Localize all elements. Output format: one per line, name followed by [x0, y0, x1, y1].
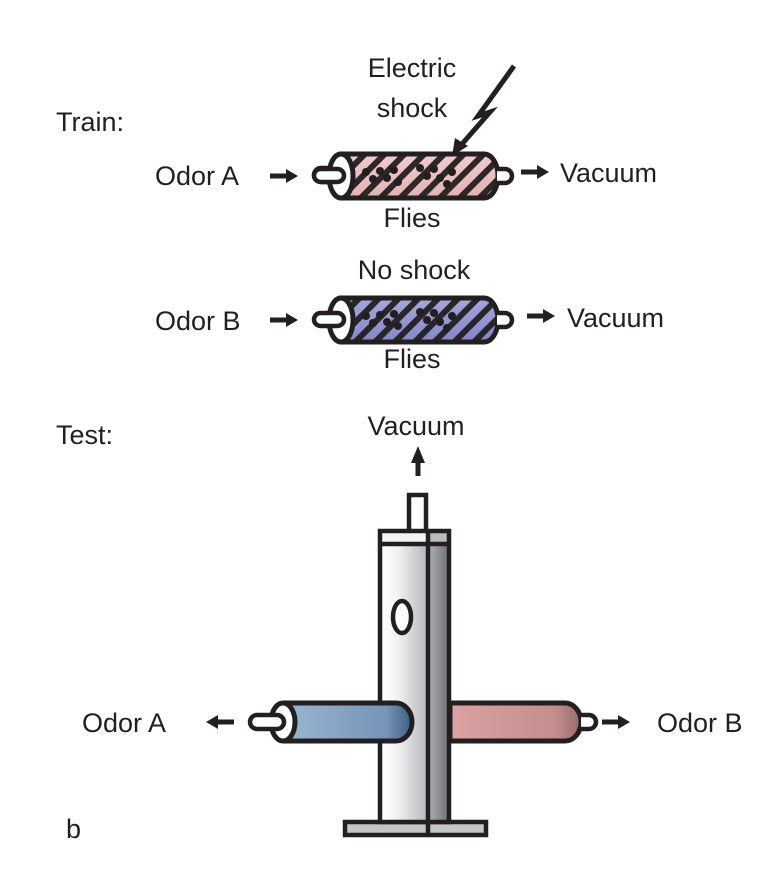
right-arrow-icon [527, 309, 555, 323]
test-arm-right [447, 700, 599, 744]
test-odor-a-label: Odor A [82, 708, 166, 738]
train-odor-a-label: Odor A [155, 161, 239, 191]
train-vacuum-label-1: Vacuum [560, 158, 657, 188]
right-arrow-icon [602, 715, 630, 729]
lightning-bolt-icon [452, 64, 517, 156]
flies-cluster-icon [362, 164, 456, 188]
test-odor-b-label: Odor B [657, 708, 743, 738]
panel-label: b [66, 814, 81, 844]
no-shock-label: No shock [358, 255, 471, 285]
right-arrow-icon [270, 313, 298, 327]
electric-shock-label-line2: shock [377, 93, 448, 123]
right-arrow-icon [521, 165, 549, 179]
left-arrow-icon [206, 715, 234, 729]
train-odor-b-label: Odor B [155, 306, 241, 336]
test-vacuum-label: Vacuum [367, 411, 464, 441]
train-section-label: Train: [56, 107, 124, 137]
training-tube-shock [311, 151, 515, 201]
flies-cluster-icon [362, 308, 456, 332]
training-tube-no-shock [311, 295, 515, 345]
up-arrow-icon [411, 446, 425, 476]
electric-shock-label-line1: Electric [368, 53, 457, 83]
train-vacuum-label-2: Vacuum [567, 303, 664, 333]
t-maze-apparatus [247, 492, 599, 838]
test-section-label: Test: [56, 420, 113, 450]
column-window [390, 598, 414, 636]
flies-label-1: Flies [383, 203, 440, 233]
right-arrow-icon [270, 169, 298, 183]
flies-label-2: Flies [383, 344, 440, 374]
test-arm-left [247, 700, 415, 744]
